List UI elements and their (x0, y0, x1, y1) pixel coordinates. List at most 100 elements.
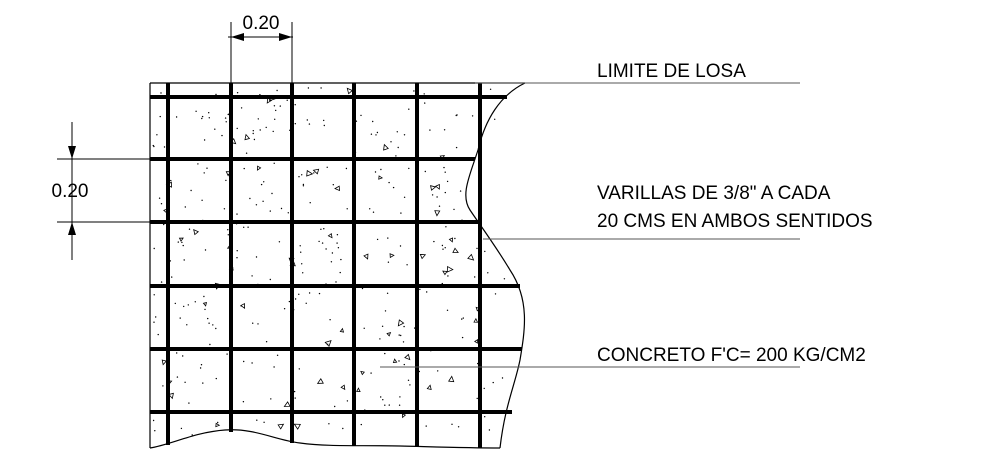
stipple-dot (207, 317, 209, 320)
stipple-dot (205, 95, 207, 98)
stipple-dot (321, 242, 324, 244)
aggregate-mark (161, 359, 167, 366)
horizontal-dimension-value: 0.20 (243, 13, 280, 34)
stipple-dot (162, 385, 164, 387)
stipple-dot (328, 423, 330, 425)
stipple-dot (262, 200, 264, 202)
stipple-dot (251, 362, 253, 364)
stipple-dot (332, 184, 334, 186)
stipple-dot (408, 167, 410, 170)
stipple-dot (360, 114, 362, 117)
stipple-dot (179, 317, 181, 319)
stipple-dot (413, 90, 415, 92)
stipple-dot (257, 118, 259, 120)
stipple-dot (292, 297, 295, 299)
stipple-dot (240, 107, 243, 109)
aggregate-mark (346, 87, 354, 95)
stipple-dot (255, 256, 258, 258)
stipple-dot (188, 402, 190, 404)
stipple-dot (451, 423, 453, 425)
stipple-dot (503, 278, 506, 280)
stipple-dot (376, 238, 379, 241)
stipple-dot (438, 205, 441, 207)
stipple-dot (203, 139, 206, 141)
stipple-dot (294, 397, 296, 399)
stipple-dot (252, 322, 254, 324)
stipple-dot (407, 379, 410, 381)
aggregate-mark (356, 387, 361, 392)
stipple-dot (200, 364, 203, 366)
aggregate-mark (215, 422, 221, 428)
stipple-dot (400, 212, 402, 214)
stipple-dot (323, 119, 325, 122)
aggregate-mark (240, 302, 246, 310)
stipple-dot (308, 292, 311, 294)
stipple-dot (273, 162, 275, 164)
stipple-dot (480, 351, 482, 353)
stipple-dot (476, 247, 478, 250)
slab-outline (149, 82, 526, 449)
slab-bottom-edge (149, 429, 501, 449)
stipple-dot (403, 325, 405, 328)
stipple-dot (441, 244, 444, 247)
stipple-dot (270, 398, 272, 400)
stipple-dot (330, 261, 333, 263)
stipple-dot (384, 352, 386, 355)
stipple-dot (361, 287, 364, 290)
stipple-dot (399, 396, 401, 398)
stipple-dot (429, 129, 431, 131)
stipple-dot (153, 321, 155, 323)
stipple-dot (183, 305, 185, 308)
stipple-dot (441, 282, 443, 285)
stipple-dot (309, 202, 311, 204)
stipple-dot (487, 272, 489, 274)
stipple-dot (201, 117, 203, 120)
stipple-dot (265, 126, 267, 129)
stipple-dot (444, 247, 446, 249)
stipple-dot (376, 131, 379, 134)
aggregate-mark (178, 237, 184, 242)
stipple-dot (236, 257, 238, 259)
stipple-dot (346, 400, 349, 402)
aggregate-mark (165, 181, 172, 188)
stipple-dot (224, 117, 227, 119)
aggregate-mark (324, 339, 332, 348)
stipple-dot (300, 251, 302, 253)
aggregate-mark (439, 155, 446, 160)
aggregate-mark (404, 353, 411, 361)
stipple-dot (156, 134, 158, 136)
stipple-dot (182, 220, 184, 222)
aggregate-mark (168, 392, 174, 400)
stipple-dot (215, 377, 217, 380)
stipple-dot (187, 304, 189, 306)
stipple-dot (153, 247, 155, 250)
stipple-dot (403, 134, 406, 136)
rebar-label-line2: 20 CMS EN AMBOS SENTIDOS (597, 211, 873, 232)
stipple-dot (228, 286, 231, 288)
stipple-dot (206, 167, 208, 169)
stipple-dot (208, 322, 210, 324)
stipple-dot (236, 213, 238, 215)
aggregate-mark (397, 319, 405, 327)
stipple-dot (245, 152, 248, 154)
stipple-dot (360, 423, 362, 426)
stipple-dot (202, 219, 204, 222)
stipple-dot (381, 325, 384, 327)
stipple-dot (194, 301, 196, 303)
stipple-dot (442, 248, 444, 250)
stipple-dot (269, 210, 271, 212)
stipple-dot (318, 292, 321, 295)
stipple-dot (265, 341, 268, 343)
stipple-dot (199, 347, 201, 349)
stipple-dot (424, 170, 426, 173)
stipple-dot (380, 168, 382, 171)
aggregate-mark (452, 247, 459, 253)
aggregate-mark (389, 253, 395, 259)
stipple-dot (384, 310, 387, 312)
stipple-dot (203, 172, 205, 174)
stipple-dot (306, 119, 308, 121)
stipple-dot (462, 317, 464, 319)
stipple-dot (263, 181, 265, 183)
aggregate-mark (386, 332, 392, 337)
stipple-dot (263, 421, 265, 423)
